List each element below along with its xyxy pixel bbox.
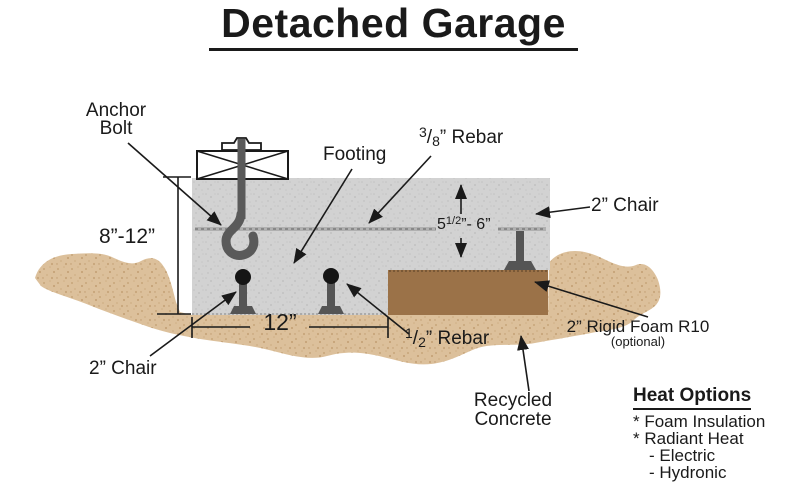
label-anchor-line1: Anchor [85,100,147,121]
fraction-denominator: 8 [432,133,440,149]
label-foam-optional: (optional) [610,334,666,349]
recycled-arrow [517,335,530,392]
label-footing: Footing [323,144,387,165]
chair-left-assembly [230,269,256,314]
heat-option-subitem: - Hydronic [649,463,727,482]
label-width-dimension: 12” [263,309,297,335]
title-wrap: Detached Garage [0,0,787,52]
slab-dim-fraction: 1/2 [445,215,462,227]
label-anchor-bolt: Anchor Bolt [72,100,160,139]
pointer-arrows [127,142,649,392]
chair-left-arrow [149,291,237,357]
label-rebar-12-text: ” Rebar [425,328,490,349]
page-title: Detached Garage [209,0,578,52]
label-slab-thickness: 51/2”- 6” [437,215,491,233]
heat-option-item: * Foam Insulation [633,412,766,431]
fraction-slash: / [426,127,433,148]
fraction-numerator: 3 [419,124,427,140]
anchor-bolt [221,139,259,260]
dimension-width [191,317,389,338]
label-anchor-line2: Bolt [99,118,133,139]
label-rebar-38-text: ” Rebar [439,127,504,148]
foam-arrow [534,280,649,318]
label-rebar-38: 3/8” Rebar [419,125,504,149]
label-foam-line1: 2” Rigid Foam R10 [566,317,710,336]
label-recycled-concrete: Recycled Concrete [460,391,566,429]
label-chair-left: 2” Chair [89,358,157,379]
rigid-foam-block [388,270,548,315]
label-depth-dimension: 8”-12” [99,225,156,248]
rebar-12-section [323,268,339,284]
label-rebar-12: 1/2” Rebar [405,326,490,350]
rebar-12-section [235,269,251,285]
fraction-numerator: 1 [405,325,413,341]
rebar-12-arrow [346,283,410,335]
label-rigid-foam: 2” Rigid Foam R10 (optional) [560,318,716,349]
anchor-bolt-arrow [127,142,222,226]
chair-mid-assembly [318,268,344,314]
slab-dim-prefix: 5 [437,216,446,233]
concrete-slab [192,178,550,315]
label-recycled-line1: Recycled [473,390,553,411]
slab-dim-rest: ”- 6” [461,216,491,233]
label-recycled-line2: Concrete [474,409,552,430]
heat-options-heading: Heat Options [633,385,752,410]
heat-option-item: * Radiant Heat [633,429,744,448]
fraction-slash: / [412,328,419,349]
label-chair-right: 2” Chair [591,195,659,216]
fraction-denominator: 2 [418,334,426,350]
chair-right-assembly [504,231,536,270]
heat-option-subitem: - Electric [649,446,716,465]
rebar-38-arrow [368,155,432,224]
heat-options-panel: Heat Options * Foam Insulation * Radiant… [633,385,765,481]
footing-arrow [293,168,353,264]
chair-right-arrow [535,206,591,219]
